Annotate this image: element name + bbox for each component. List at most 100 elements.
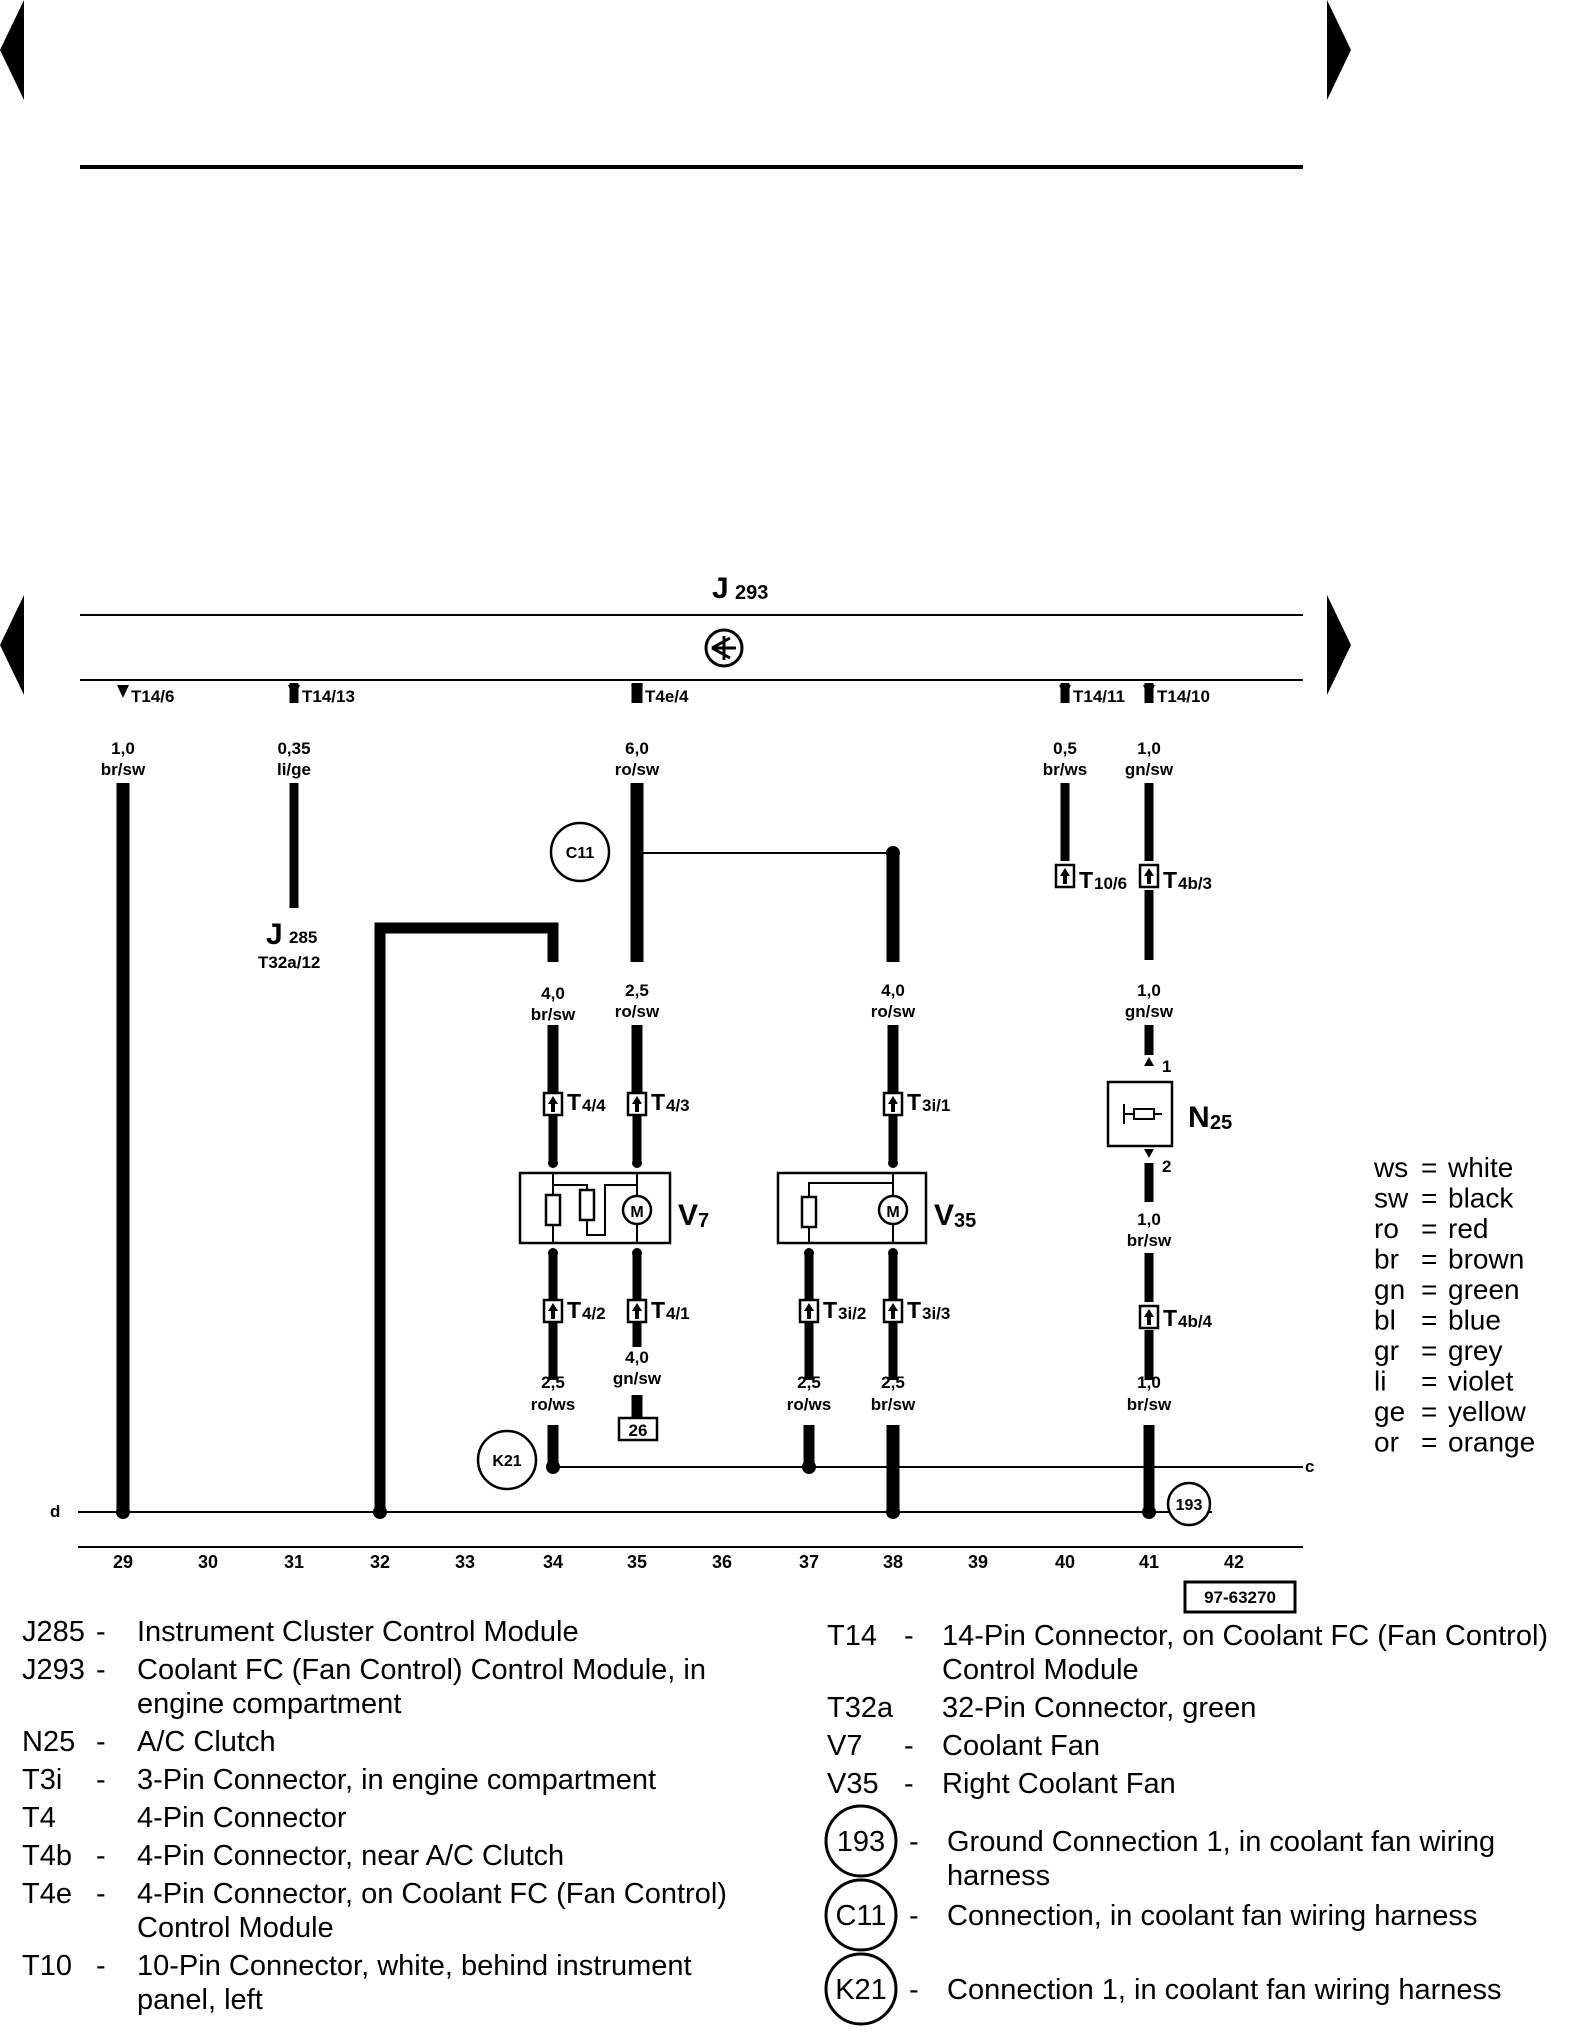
svg-text:4b/4: 4b/4: [1178, 1312, 1213, 1331]
key-description: 32-Pin Connector, green: [942, 1692, 1256, 1724]
g193-label: 193: [1176, 1497, 1203, 1514]
svg-text:T: T: [1163, 1305, 1177, 1331]
svg-text:4b/3: 4b/3: [1178, 874, 1212, 893]
column-number: 36: [712, 1552, 732, 1572]
column-number: 30: [198, 1552, 218, 1572]
legend-equals: =: [1421, 1244, 1437, 1275]
wire-41-bot-color: br/sw: [1127, 1395, 1172, 1414]
svg-text:4/3: 4/3: [666, 1096, 690, 1115]
key-code: 193: [837, 1826, 885, 1858]
key-description: 4-Pin Connector: [137, 1802, 347, 1834]
key-description: 4-Pin Connector, on Coolant FC (Fan Cont…: [137, 1878, 727, 1910]
wire-37-bot-color: ro/ws: [787, 1395, 831, 1414]
page-prev-arrow-top[interactable]: [0, 0, 24, 100]
legend-code: gr: [1374, 1335, 1399, 1366]
legend-meaning: blue: [1448, 1305, 1501, 1336]
legend-equals: =: [1421, 1335, 1437, 1366]
page-next-arrow-mid[interactable]: [1327, 595, 1351, 695]
legend-meaning: orange: [1448, 1427, 1535, 1458]
connector-t4e-4-label: T4e/4: [645, 687, 689, 706]
key-code: J293: [22, 1654, 85, 1686]
legend-meaning: violet: [1448, 1366, 1514, 1397]
key-dash: -: [96, 1840, 106, 1872]
edge-label-c: c: [1305, 1457, 1314, 1476]
svg-text:4/4: 4/4: [582, 1096, 606, 1115]
wire-29-color: br/sw: [101, 760, 146, 779]
wire-41-mid-gauge: 1,0: [1137, 981, 1161, 1000]
edge-label-d: d: [50, 1502, 60, 1521]
connector-t4b-4: T 4b/4: [1163, 1305, 1213, 1331]
column-number: 33: [455, 1552, 475, 1572]
legend-code: bl: [1374, 1305, 1396, 1336]
component-key-circles: 193-Ground Connection 1, in coolant fan …: [824, 1804, 1502, 2026]
wire-34-top-color: br/sw: [531, 1005, 576, 1024]
column-number: 32: [370, 1552, 390, 1572]
svg-text:T: T: [651, 1089, 665, 1115]
c11-label: C11: [566, 845, 595, 862]
key-dash: -: [96, 1878, 106, 1910]
connector-arrow-marks: [548, 868, 1154, 1325]
connector-t4-1: T 4/1: [651, 1297, 690, 1323]
n25-pin-1: 1: [1162, 1057, 1171, 1076]
electronic-module-icon: [704, 628, 744, 668]
connector-t4b-3: T 4b/3: [1163, 867, 1212, 893]
j293-name: J: [712, 572, 729, 605]
wire-41-gauge: 1,0: [1137, 739, 1161, 758]
column-number: 38: [883, 1552, 903, 1572]
wire-31-color: li/ge: [277, 760, 311, 779]
column-number: 42: [1224, 1552, 1244, 1572]
key-code: T4: [22, 1802, 56, 1834]
svg-text:4/1: 4/1: [666, 1304, 690, 1323]
connector-t10-6: T 10/6: [1079, 867, 1127, 893]
legend-equals: =: [1421, 1213, 1437, 1244]
wire-41-lower-gauge: 1,0: [1137, 1210, 1161, 1229]
legend-code: ge: [1374, 1396, 1405, 1427]
key-description: Instrument Cluster Control Module: [137, 1616, 579, 1648]
wire-38-top-gauge: 4,0: [881, 981, 905, 1000]
k21-label: K21: [492, 1453, 521, 1470]
key-dash: -: [909, 1900, 919, 1932]
v7-name: V: [678, 1199, 698, 1232]
key-description: harness: [947, 1860, 1050, 1892]
page-prev-arrow-mid[interactable]: [0, 595, 24, 695]
svg-text:T: T: [651, 1297, 665, 1323]
key-description: Control Module: [942, 1654, 1139, 1686]
connector-t14-6-label: T14/6: [131, 687, 174, 706]
wire-41-mid-color: gn/sw: [1125, 1002, 1174, 1021]
legend-meaning: white: [1447, 1152, 1513, 1183]
key-circle-symbol: [824, 1804, 898, 1878]
connector-t4-4: T 4/4: [567, 1089, 606, 1115]
n25-name: N: [1188, 1101, 1210, 1134]
color-legend: ws=whitesw=blackro=redbr=browngn=greenbl…: [1373, 1152, 1535, 1458]
legend-code: or: [1374, 1427, 1399, 1458]
column-number: 35: [627, 1552, 647, 1572]
v35-number: 35: [954, 1210, 976, 1232]
key-description: 3-Pin Connector, in engine compartment: [137, 1764, 656, 1796]
column-number: 31: [284, 1552, 304, 1572]
wire-34-bot-color: ro/ws: [531, 1395, 575, 1414]
n25-pin-2: 2: [1162, 1157, 1171, 1176]
key-code: T4b: [22, 1840, 72, 1872]
svg-text:T: T: [823, 1297, 837, 1323]
svg-text:26: 26: [629, 1421, 648, 1440]
key-dash: -: [96, 1654, 106, 1686]
key-description: 4-Pin Connector, near A/C Clutch: [137, 1840, 564, 1872]
svg-text:97-63270: 97-63270: [1204, 1588, 1276, 1607]
page-next-arrow-top[interactable]: [1327, 0, 1351, 100]
key-dash: -: [904, 1620, 914, 1652]
motor-icon: M: [621, 1194, 653, 1226]
j293-number: 293: [735, 582, 768, 604]
component-key-right: T14-14-Pin Connector, on Coolant FC (Fan…: [827, 1620, 1548, 1800]
ground-193: 193: [1166, 1481, 1212, 1527]
wire-38-bot-color: br/sw: [871, 1395, 916, 1414]
key-description: Connection 1, in coolant fan wiring harn…: [947, 1974, 1502, 2006]
svg-text:T: T: [907, 1297, 921, 1323]
wire-32-34: [374, 922, 559, 1512]
wire-35-mid-color: ro/sw: [615, 1002, 660, 1021]
wire-40-gauge: 0,5: [1053, 739, 1077, 758]
wire-38-bot-gauge: 2,5: [881, 1373, 905, 1392]
legend-equals: =: [1421, 1274, 1437, 1305]
legend-meaning: black: [1448, 1183, 1514, 1214]
key-code: J285: [22, 1616, 85, 1648]
